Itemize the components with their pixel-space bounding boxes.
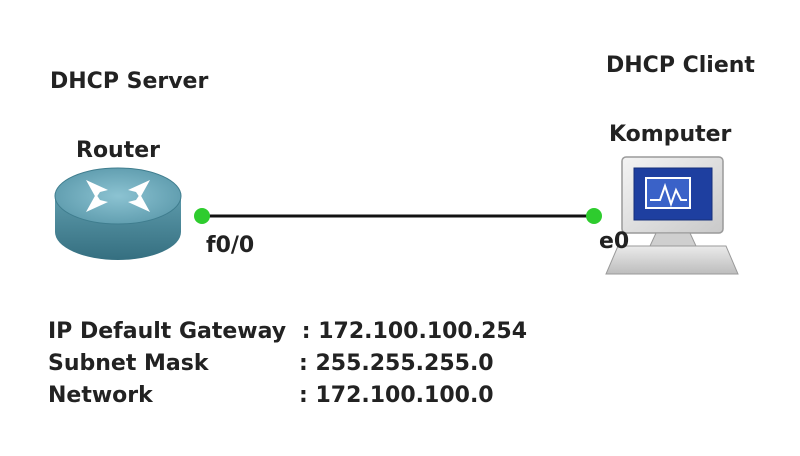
subnet-value: : 255.255.255.0 <box>299 351 494 376</box>
network-key: Network <box>48 383 153 408</box>
gateway-key: IP Default Gateway <box>48 319 287 344</box>
router-interface-label: f0/0 <box>206 233 255 258</box>
computer-icon[interactable] <box>605 156 739 275</box>
info-row-network: Network : 172.100.100.0 <box>48 383 494 408</box>
info-row-subnet: Subnet Mask : 255.255.255.0 <box>48 351 494 376</box>
server-role-label: DHCP Server <box>50 69 209 94</box>
info-row-gateway: IP Default Gateway : 172.100.100.254 <box>48 319 527 344</box>
network-value: : 172.100.100.0 <box>299 383 494 408</box>
port-dot-client <box>586 208 602 224</box>
subnet-key: Subnet Mask <box>48 351 209 376</box>
port-dot-router <box>194 208 210 224</box>
computer-interface-label: e0 <box>599 229 630 254</box>
gateway-value: : 172.100.100.254 <box>301 319 528 344</box>
computer-name-label: Komputer <box>609 122 732 147</box>
client-role-label: DHCP Client <box>606 53 755 78</box>
router-name-label: Router <box>76 138 161 163</box>
router-icon[interactable] <box>54 167 182 260</box>
